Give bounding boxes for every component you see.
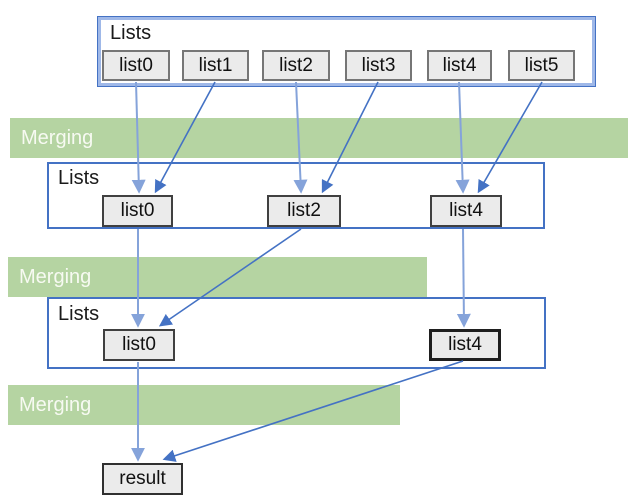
merging-band-2: Merging	[8, 257, 427, 297]
row2-list2-box: list2	[267, 195, 341, 227]
row2-list0-box: list0	[102, 195, 173, 227]
row1-list4-box: list4	[427, 50, 492, 81]
merging-band-2-label: Merging	[19, 266, 92, 288]
merging-band-1-label: Merging	[21, 127, 94, 149]
merging-band-3-label: Merging	[19, 394, 92, 416]
lists-container-row3-label: Lists	[58, 303, 100, 325]
row1-list2-box: list2	[262, 50, 330, 81]
row3-list0-box: list0	[103, 329, 175, 361]
row1-list3-box: list3	[345, 50, 412, 81]
merging-band-3: Merging	[8, 385, 400, 425]
row1-list1-box: list1	[182, 50, 249, 81]
merging-band-1: Merging	[10, 118, 628, 158]
row3-list4-box: list4	[429, 329, 501, 361]
row2-list4-box: list4	[430, 195, 502, 227]
lists-container-row2-label: Lists	[58, 167, 100, 189]
row1-list0-box: list0	[102, 50, 170, 81]
result-box: result	[102, 463, 183, 495]
row1-list5-box: list5	[508, 50, 575, 81]
lists-container-row1-label: Lists	[110, 22, 152, 44]
